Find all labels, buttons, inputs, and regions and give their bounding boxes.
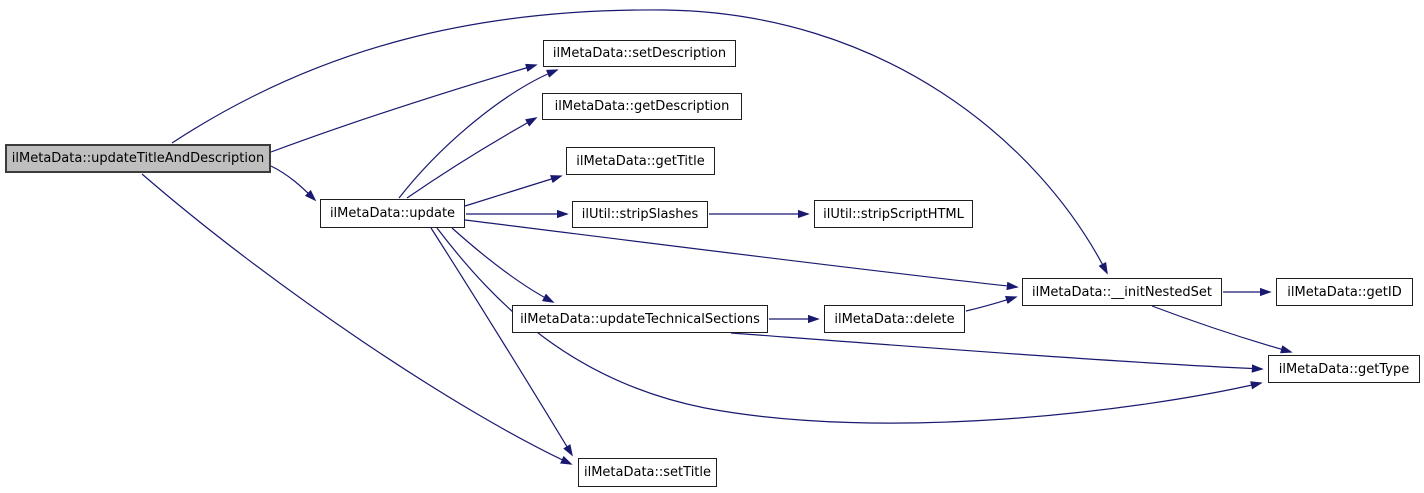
edge-update-to-set-title	[430, 227, 573, 457]
node-strip-slashes[interactable]: ilUtil::stripSlashes	[572, 201, 708, 228]
edge-main-to-set-description	[270, 63, 538, 153]
edge-update-to-set-description	[398, 69, 559, 199]
node-init-nested-set-label: ilMetaData::__initNestedSet	[1031, 284, 1213, 300]
node-strip-script-html-label: ilUtil::stripScriptHTML	[823, 206, 964, 222]
node-get-type[interactable]: ilMetaData::getType	[1268, 355, 1420, 383]
node-get-description-label: ilMetaData::getDescription	[554, 99, 730, 114]
node-update-title-and-description: ilMetaData::updateTitleAndDescription	[5, 144, 271, 173]
node-update[interactable]: ilMetaData::update	[320, 199, 465, 228]
node-delete[interactable]: ilMetaData::delete	[824, 305, 965, 333]
node-get-id[interactable]: ilMetaData::getID	[1276, 278, 1413, 306]
edge-delete-to-init-nested-set	[965, 296, 1018, 312]
node-strip-script-html[interactable]: ilUtil::stripScriptHTML	[814, 200, 973, 228]
edge-update-to-get-description	[406, 117, 538, 199]
node-init-nested-set[interactable]: ilMetaData::__initNestedSet	[1022, 278, 1222, 306]
edge-update-to-update-technical-sections	[451, 227, 555, 303]
node-strip-slashes-label: ilUtil::stripSlashes	[581, 207, 699, 222]
edge-init-nested-set-to-get-type	[1151, 305, 1293, 354]
node-update-technical-sections[interactable]: ilMetaData::updateTechnicalSections	[512, 305, 768, 333]
edge-main-to-update	[270, 165, 317, 202]
edge-update-to-get-type	[436, 227, 1263, 424]
node-get-title[interactable]: ilMetaData::getTitle	[566, 147, 715, 175]
edge-update-technical-sections-to-get-type	[730, 332, 1264, 373]
node-set-description-label: ilMetaData::setDescription	[552, 46, 727, 61]
node-update-title-and-description-label: ilMetaData::updateTitleAndDescription	[11, 151, 265, 166]
edge-main-to-set-title	[141, 173, 573, 465]
edge-main-to-init-nested-set	[171, 9, 1108, 275]
node-set-title[interactable]: ilMetaData::setTitle	[578, 458, 717, 487]
node-get-id-label: ilMetaData::getID	[1287, 284, 1402, 300]
node-set-description[interactable]: ilMetaData::setDescription	[543, 40, 736, 67]
edge-update-to-get-title	[464, 175, 563, 207]
node-set-title-label: ilMetaData::setTitle	[583, 465, 712, 480]
node-update-technical-sections-label: ilMetaData::updateTechnicalSections	[520, 311, 760, 327]
edge-update-to-init-nested-set	[464, 219, 1019, 291]
node-update-label: ilMetaData::update	[329, 206, 456, 221]
node-delete-label: ilMetaData::delete	[834, 311, 955, 327]
node-get-type-label: ilMetaData::getType	[1278, 361, 1410, 377]
node-get-title-label: ilMetaData::getTitle	[576, 153, 705, 169]
node-get-description[interactable]: ilMetaData::getDescription	[542, 93, 742, 120]
